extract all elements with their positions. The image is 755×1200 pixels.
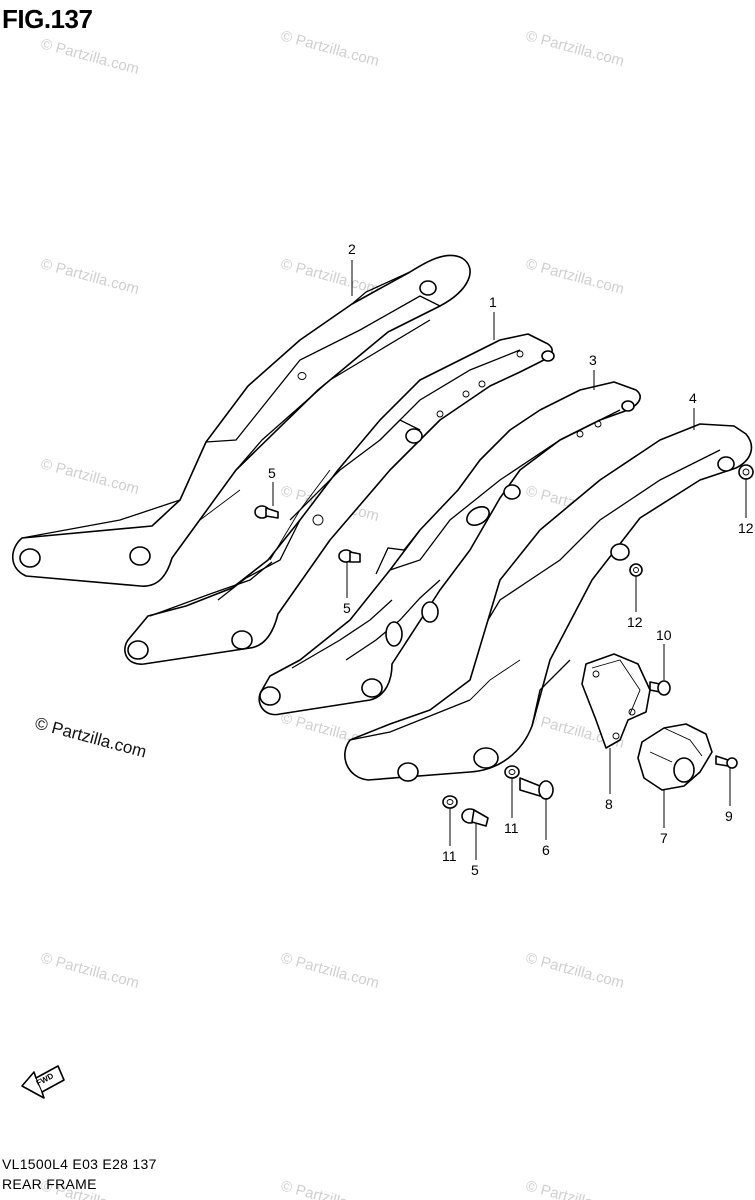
part-1-frame-member[interactable] bbox=[124, 333, 555, 665]
footer-model-code: VL1500L4 E03 E28 137 bbox=[2, 1156, 157, 1172]
part-7-holder[interactable] bbox=[637, 723, 713, 791]
watermark-large: © Partzilla.com bbox=[33, 714, 149, 762]
washer-12-middle[interactable] bbox=[629, 563, 643, 577]
callout-4: 4 bbox=[689, 390, 697, 406]
screw-9[interactable] bbox=[715, 755, 738, 769]
callout-labels: 2 1 3 4 5 5 12 12 10 8 9 7 11 6 11 5 bbox=[268, 241, 754, 878]
figure-title: FIG.137 bbox=[2, 4, 93, 34]
footer-section-name: REAR FRAME bbox=[2, 1176, 97, 1192]
bolt-6[interactable] bbox=[519, 777, 554, 800]
callout-3: 3 bbox=[589, 352, 597, 368]
watermark: © Partzilla.com bbox=[524, 949, 626, 992]
fwd-arrow-icon: FWD bbox=[21, 1065, 65, 1099]
bolt-10[interactable] bbox=[649, 680, 671, 696]
washer-11-lower[interactable] bbox=[442, 795, 458, 809]
callout-2: 2 bbox=[348, 241, 356, 257]
watermark: © Partzilla.com bbox=[279, 1177, 381, 1200]
watermark: © Partzilla.com bbox=[39, 949, 141, 992]
washer-12-right[interactable] bbox=[738, 464, 754, 480]
part-4-main-frame-plate[interactable] bbox=[344, 423, 753, 782]
watermark: © Partzilla.com bbox=[524, 1177, 626, 1200]
watermark: © Partzilla.com bbox=[39, 35, 141, 78]
callout-12-right: 12 bbox=[738, 520, 754, 536]
part-2-frame-plate[interactable] bbox=[11, 254, 471, 587]
callout-10: 10 bbox=[656, 627, 672, 643]
part-3-frame-member[interactable] bbox=[258, 381, 641, 716]
watermark: © Partzilla.com bbox=[279, 27, 381, 70]
watermark: © Partzilla.com bbox=[39, 455, 141, 498]
bolt-5-middle[interactable] bbox=[338, 549, 361, 563]
callout-1: 1 bbox=[489, 294, 497, 310]
callout-6: 6 bbox=[542, 842, 550, 858]
part-8-bracket[interactable] bbox=[581, 653, 651, 749]
leader-lines bbox=[272, 260, 747, 860]
callout-9: 9 bbox=[725, 808, 733, 824]
callout-12-middle: 12 bbox=[627, 614, 643, 630]
callout-11-upper: 11 bbox=[504, 820, 519, 836]
bolt-5-lower[interactable] bbox=[461, 808, 489, 827]
callout-5-middle: 5 bbox=[343, 600, 351, 616]
watermark: © Partzilla.com bbox=[524, 27, 626, 70]
watermark: © Partzilla.com bbox=[279, 949, 381, 992]
callout-5-upper: 5 bbox=[268, 465, 276, 481]
callout-8: 8 bbox=[605, 796, 613, 812]
callout-11-lower: 11 bbox=[442, 848, 457, 864]
washer-11-upper[interactable] bbox=[504, 765, 520, 779]
callout-5-lower: 5 bbox=[471, 862, 479, 878]
bolt-5-upper[interactable] bbox=[254, 505, 279, 519]
callout-7: 7 bbox=[660, 830, 668, 846]
watermark: © Partzilla.com bbox=[524, 255, 626, 298]
watermark: © Partzilla.com bbox=[39, 255, 141, 298]
